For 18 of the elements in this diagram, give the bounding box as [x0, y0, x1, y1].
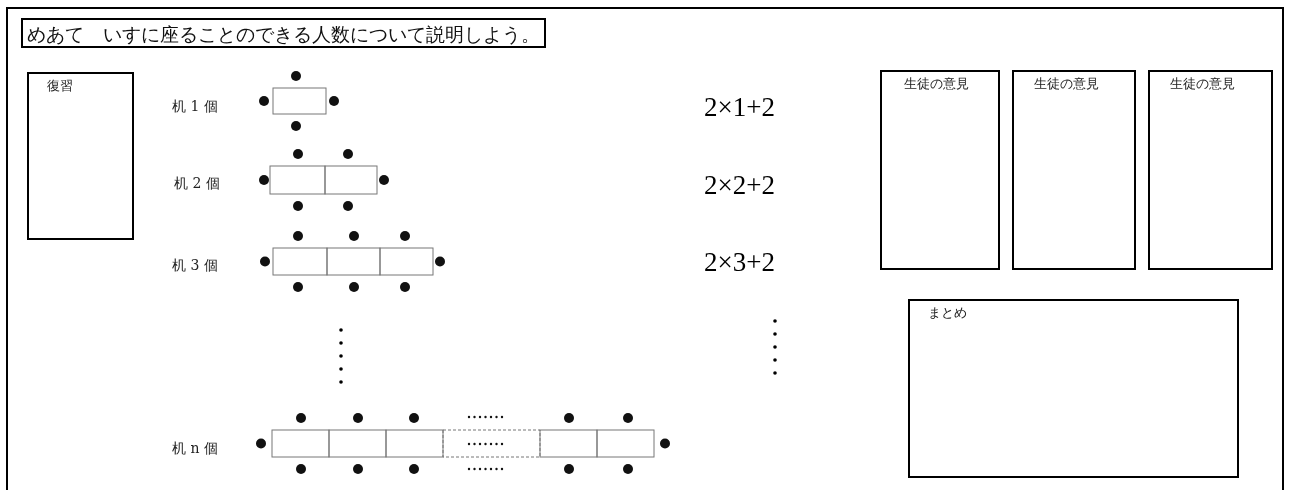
desk-count-label: 机 n 個	[172, 440, 218, 458]
answer-box	[27, 72, 134, 240]
box-heading: 生徒の意見	[1170, 75, 1235, 93]
desk-count-label: 机 2 個	[174, 175, 220, 193]
formula: 2×2+2	[704, 170, 775, 201]
formula: 2×1+2	[704, 92, 775, 123]
box-heading: まとめ	[928, 304, 967, 322]
box-heading: 復習	[47, 77, 73, 95]
title-box: めあて いすに座ることのできる人数について説明しよう。	[21, 18, 546, 48]
answer-box	[880, 70, 1000, 270]
formula: 2×3+2	[704, 247, 775, 278]
desk-count-label: 机 1 個	[172, 98, 218, 116]
answer-box	[1148, 70, 1273, 270]
answer-box	[1012, 70, 1136, 270]
answer-box	[908, 299, 1239, 478]
desk-count-label: 机 3 個	[172, 257, 218, 275]
box-heading: 生徒の意見	[904, 75, 969, 93]
box-heading: 生徒の意見	[1034, 75, 1099, 93]
